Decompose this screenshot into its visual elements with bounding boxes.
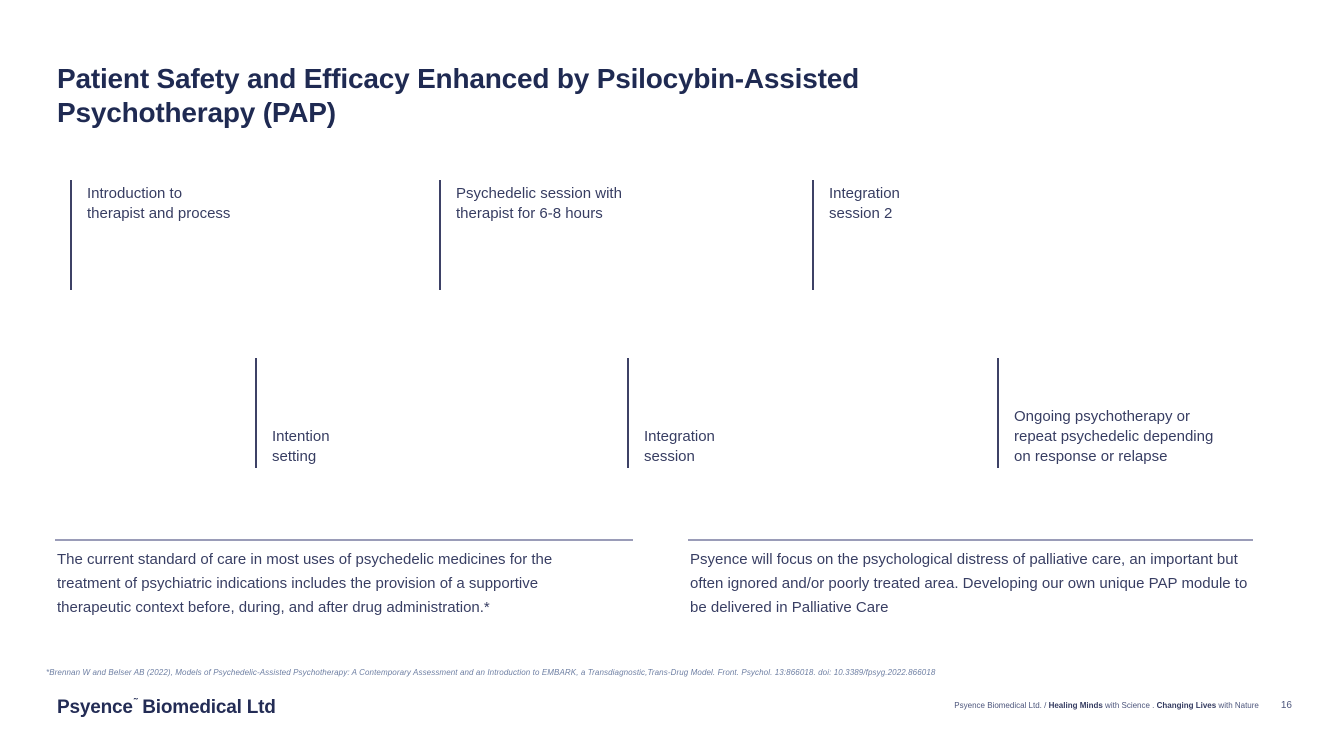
timeline-step-intro: Introduction to therapist and process [70, 180, 390, 290]
timeline-step-label: Intention setting [272, 428, 330, 465]
logo-suffix-text: Biomedical Ltd [142, 697, 276, 718]
timeline-step-psychedelic-session: Psychedelic session with therapist for 6… [439, 180, 759, 290]
timeline-step-integration-session-2: Integration session 2 [812, 180, 1132, 290]
timeline-step-label: Ongoing psychotherapy or repeat psychede… [1014, 408, 1214, 465]
timeline-tick-line [255, 358, 257, 468]
footnote-citation: *Brennan W and Belser AB (2022), Models … [46, 668, 936, 677]
logo-brand-text: Psyence [57, 697, 133, 718]
timeline-tick-line [997, 358, 999, 468]
timeline-tick-line [70, 180, 72, 290]
timeline-step-label: Integration session 2 [829, 185, 900, 222]
timeline-step-intention: Intention setting [255, 358, 575, 468]
psyence-focus-text: Psyence will focus on the psychological … [690, 551, 1248, 616]
footer-tagline: Psyence Biomedical Ltd. / Healing Minds … [954, 701, 1259, 710]
slide-title: Patient Safety and Efficacy Enhanced by … [57, 63, 860, 128]
tagline-text: Psyence Biomedical Ltd. / [954, 701, 1049, 710]
timeline-tick-line [439, 180, 441, 290]
right-section-divider [688, 539, 1253, 541]
timeline-step-ongoing: Ongoing psychotherapy or repeat psychede… [997, 358, 1317, 468]
timeline-tick-line [812, 180, 814, 290]
timeline-step-integration-session: Integration session [627, 358, 947, 468]
standard-of-care-text: The current standard of care in most use… [57, 551, 553, 616]
tagline-text: with Science . [1102, 701, 1157, 710]
left-section-divider [55, 539, 633, 541]
footer-right: Psyence Biomedical Ltd. / Healing Minds … [954, 700, 1292, 711]
company-logo: Psyence˜ Biomedical Ltd [57, 697, 276, 719]
tagline-bold-changing-lives: Changing Lives [1156, 701, 1217, 710]
page-number: 16 [1280, 700, 1292, 711]
tagline-text: with Nature [1216, 701, 1259, 710]
logo-trademark-icon: ˜ [133, 697, 138, 709]
timeline-step-label: Introduction to therapist and process [87, 185, 231, 222]
timeline-step-label: Psychedelic session with therapist for 6… [456, 185, 622, 222]
timeline-tick-line [627, 358, 629, 468]
tagline-bold-healing-minds: Healing Minds [1048, 701, 1103, 710]
timeline-step-label: Integration session [644, 428, 715, 465]
